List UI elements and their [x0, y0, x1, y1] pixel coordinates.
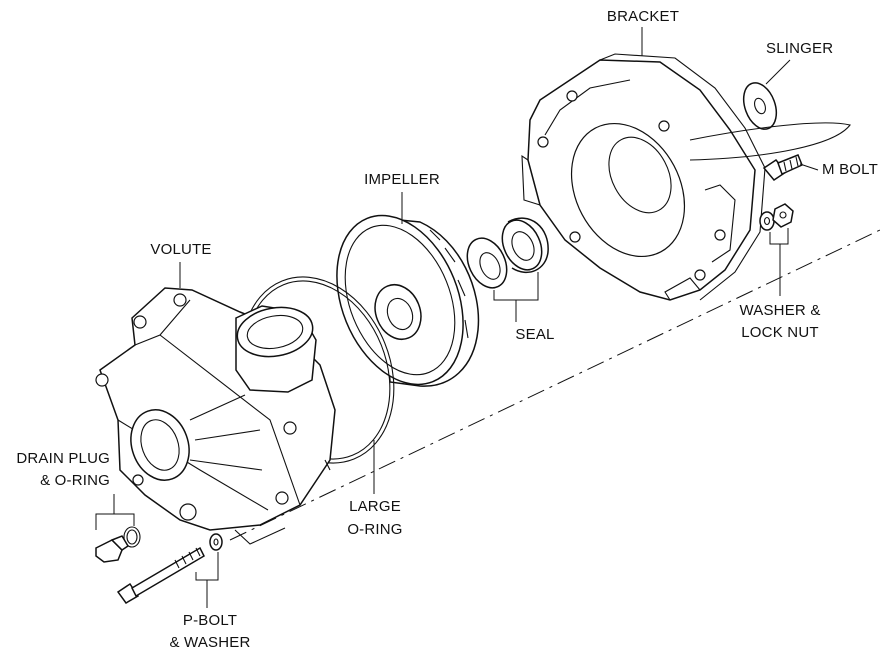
label-volute: VOLUTE [150, 241, 212, 258]
slinger-part [689, 82, 851, 161]
drain-plug-part [95, 526, 141, 563]
label-seal: SEAL [515, 326, 555, 343]
leader-lines [95, 27, 819, 608]
label-large-oring-line1: LARGE [349, 498, 401, 515]
label-p-bolt-line2: & WASHER [169, 634, 251, 651]
label-slinger: SLINGER [766, 40, 834, 57]
impeller-part [336, 214, 480, 387]
label-drain-plug-line1: DRAIN PLUG [16, 450, 110, 467]
label-large-oring-line2: O-RING [347, 521, 403, 538]
label-washer-lock-nut-line1: WASHER & [739, 302, 821, 319]
washer-lock-nut-part [759, 203, 794, 231]
label-m-bolt: M BOLT [822, 161, 878, 178]
bracket-part [521, 53, 766, 301]
p-bolt-part [116, 533, 223, 604]
label-washer-lock-nut-line2: LOCK NUT [741, 324, 819, 341]
center-axis [229, 229, 881, 541]
volute-part [95, 287, 336, 545]
label-p-bolt-line1: P-BOLT [182, 612, 238, 629]
label-bracket: BRACKET [606, 8, 680, 25]
label-impeller: IMPELLER [364, 171, 440, 188]
seal-part [466, 217, 549, 289]
m-bolt-part [762, 154, 803, 181]
label-drain-plug-line2: & O-RING [40, 472, 110, 489]
